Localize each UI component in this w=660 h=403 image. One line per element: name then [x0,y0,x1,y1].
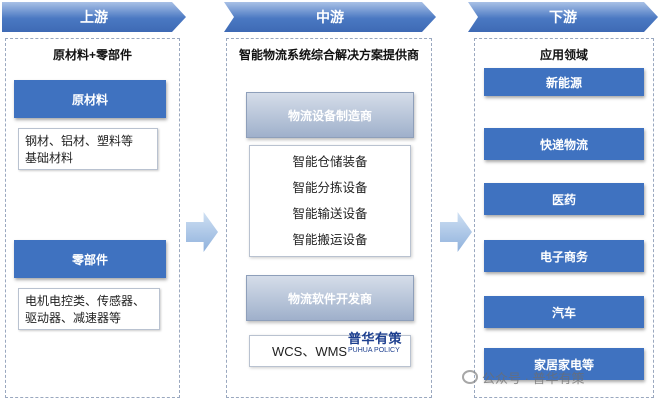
downstream-header: 应用领域 [539,48,588,62]
application-item: 电子商务 [484,240,644,272]
software-list: WCS、WMS [249,335,411,367]
equipment-item: 智能分拣设备 [292,181,368,195]
raw-materials-box: 原材料 [14,80,166,118]
equipment-item: 智能仓储装备 [292,155,368,169]
software-items: WCS、WMS [272,344,348,359]
midstream-header: 智能物流系统综合解决方案提供商 [238,48,419,62]
application-item: 快递物流 [484,128,644,160]
stage-downstream: 下游 [468,2,658,32]
equipment-item: 智能输送设备 [292,207,368,221]
application-item: 家居家电等 [484,348,644,380]
downstream-panel [474,38,654,398]
software-developer-box: 物流软件开发商 [246,275,414,321]
equipment-maker-box: 物流设备制造商 [246,92,414,138]
puhua-logo: 普华有策 PUHUA POLICY [348,331,403,354]
watermark: 公众号 · 普华有策 [462,366,658,388]
components-box: 零部件 [14,240,166,278]
stage-upstream: 上游 [2,2,186,32]
stage-midstream: 中游 [224,2,436,32]
raw-materials-desc: 钢材、铝材、塑料等 基础材料 [18,128,158,170]
equipment-item: 智能搬运设备 [292,233,368,247]
wechat-icon [462,370,478,384]
application-item: 汽车 [484,296,644,328]
application-item: 新能源 [484,68,644,96]
equipment-list: 智能仓储装备 智能分拣设备 智能输送设备 智能搬运设备 [249,145,411,257]
components-desc: 电机电控类、传感器、 驱动器、减速器等 [18,288,160,330]
flow-arrow-right-icon [440,212,472,252]
application-item: 医药 [484,183,644,215]
flow-arrow-right-icon [186,212,218,252]
upstream-header: 原材料+零部件 [52,48,132,62]
